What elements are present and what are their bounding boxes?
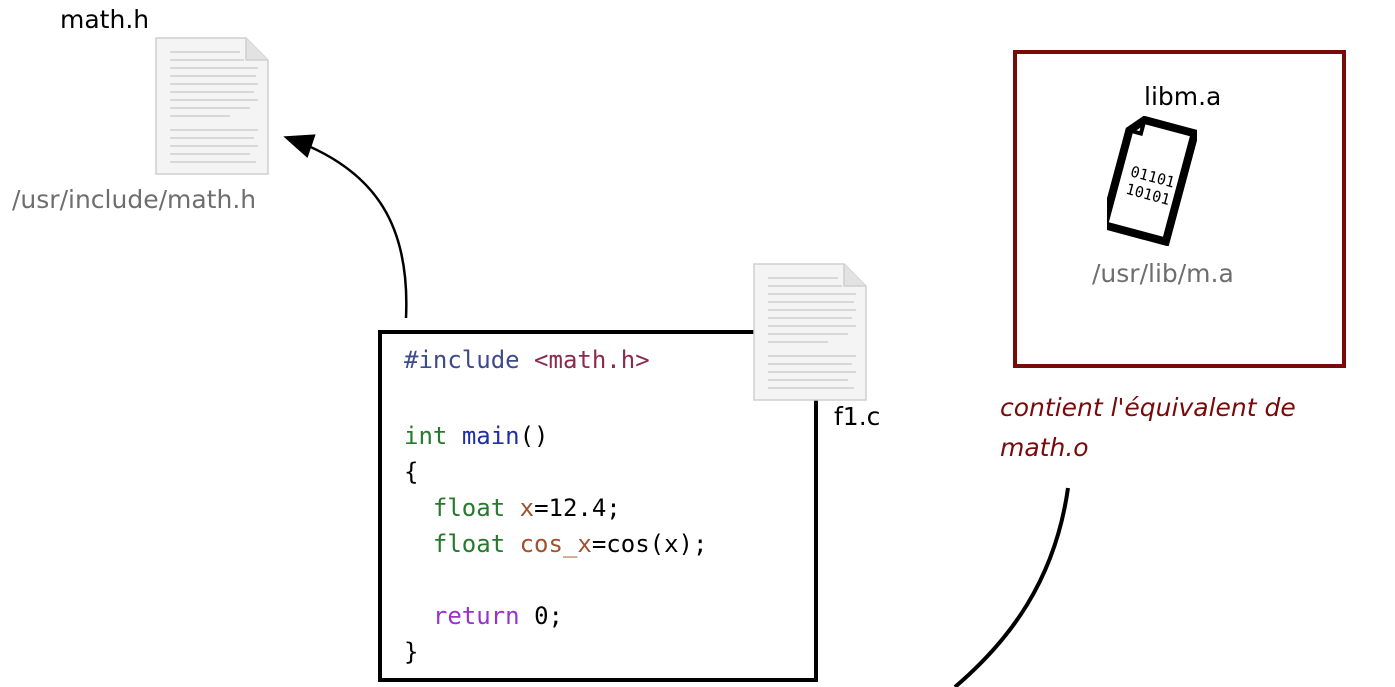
code-line-return: return 0;: [404, 602, 563, 630]
code-close-brace: }: [404, 638, 419, 666]
var-x: x: [519, 494, 535, 522]
link-curve: [953, 487, 1070, 687]
header-file-path: /usr/include/math.h: [12, 185, 257, 214]
library-panel: libm.a 01101 10101 /usr/lib/m.a: [1013, 50, 1346, 368]
include-target: <math.h>: [534, 346, 650, 374]
code-line-include: #include <math.h>: [404, 346, 650, 374]
code-open-brace: {: [404, 458, 419, 486]
header-document-icon: [155, 37, 269, 175]
main-name: main: [461, 422, 520, 450]
assign-cos-x: =cos(x);: [591, 530, 708, 558]
float-type: float: [432, 494, 506, 522]
return-keyword: return: [432, 602, 520, 630]
source-document-icon: [753, 263, 867, 401]
var-cos-x: cos_x: [519, 530, 592, 558]
include-arrow: [283, 134, 408, 319]
library-path: /usr/lib/m.a: [1092, 259, 1234, 288]
main-parens: (): [519, 422, 549, 450]
assign-x: =12.4;: [534, 494, 621, 522]
code-line-main: int main(): [404, 422, 549, 450]
binary-file-icon: 01101 10101: [1107, 116, 1197, 246]
source-file-name: f1.c: [834, 402, 881, 431]
header-file-name: math.h: [60, 5, 150, 34]
include-directive: #include: [404, 346, 520, 374]
library-note: contient l'équivalent de math.o: [1000, 393, 1296, 462]
library-name: libm.a: [1144, 82, 1222, 111]
code-line-float-x: float x=12.4;: [404, 494, 621, 522]
float-type: float: [432, 530, 506, 558]
return-value: 0;: [534, 602, 563, 630]
code-line-float-cos: float cos_x=cos(x);: [404, 530, 708, 558]
main-type: int: [404, 422, 448, 450]
source-code-panel: #include <math.h> int main() { float x=1…: [378, 330, 818, 682]
